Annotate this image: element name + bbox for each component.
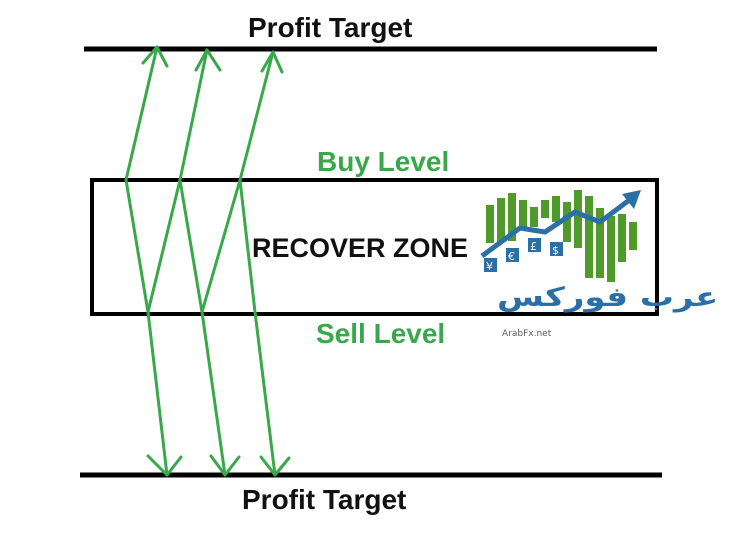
logo-trend-arrow — [480, 196, 634, 259]
arrow-head-icon — [622, 190, 641, 209]
profit-target-top-label: Profit Target — [248, 12, 413, 43]
logo-arabic-wordmark: عرب فوركس — [497, 281, 719, 313]
arrow-down-icon — [146, 454, 183, 477]
arrow-up-icon — [260, 50, 284, 74]
buy-level-label: Buy Level — [317, 146, 450, 177]
logo-domain-text: ArabFx.net — [502, 329, 552, 339]
arrow-up-icon — [194, 48, 222, 72]
recover-zone-label: RECOVER ZONE — [252, 233, 469, 263]
profit-target-bottom-label: Profit Target — [242, 484, 407, 515]
logo-currency-blocks — [484, 238, 563, 272]
trade-path-1 — [124, 45, 183, 477]
recover-zone-box — [90, 178, 659, 316]
arrow-down-icon — [209, 454, 241, 477]
logo-green-bars — [486, 190, 637, 282]
sell-level-label: Sell Level — [316, 318, 446, 349]
arrow-down-icon — [259, 455, 291, 477]
trade-path-2 — [146, 48, 241, 477]
trade-path-3 — [200, 50, 291, 477]
arrow-up-icon — [141, 45, 169, 68]
arabfx-logo — [480, 190, 641, 282]
